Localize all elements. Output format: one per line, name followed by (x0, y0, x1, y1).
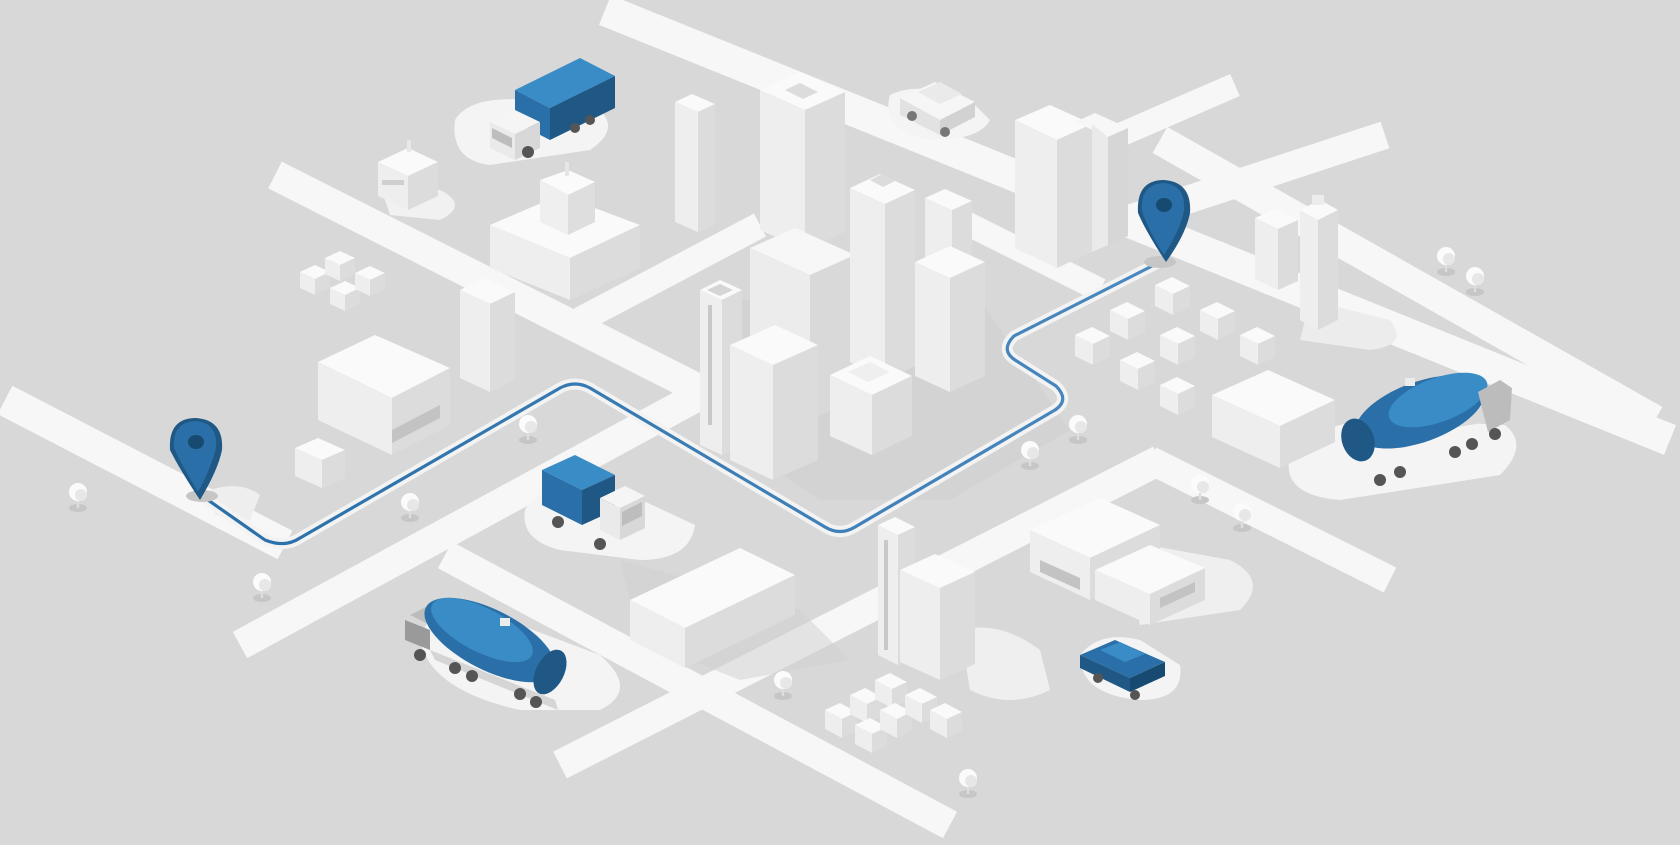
building-double-warehouse-se (1030, 498, 1205, 625)
building-warehouse-west (295, 335, 450, 488)
building-tower-west (460, 278, 515, 392)
cube-cluster-south (825, 673, 962, 753)
building-silo-tower-e (1255, 195, 1338, 330)
cube-cluster-east (1075, 277, 1275, 415)
building-warehouse-south (630, 548, 795, 668)
car-white (900, 82, 975, 137)
tanker-truck-icon (1341, 372, 1512, 486)
building-twin-towers-ne (1015, 105, 1128, 268)
building-tower-south (878, 517, 975, 680)
building-slab-north (675, 94, 715, 232)
building-tower-center-right (850, 174, 915, 380)
box-truck-icon (542, 455, 645, 550)
tanker-truck-icon (405, 597, 567, 710)
building-shop (378, 140, 438, 210)
building-tower-east (915, 246, 985, 392)
building-lowrise-center (830, 356, 912, 455)
box-truck-icon (490, 58, 615, 160)
cube-cluster-west (300, 251, 385, 311)
building-warehouse-nw (490, 162, 640, 300)
map-pin-icon (1137, 180, 1191, 268)
building-midrise-center (730, 325, 818, 480)
car-icon (1080, 640, 1165, 700)
building-warehouse-east (1212, 370, 1335, 468)
map-pin-icon (169, 418, 223, 502)
route-path (196, 260, 1162, 546)
